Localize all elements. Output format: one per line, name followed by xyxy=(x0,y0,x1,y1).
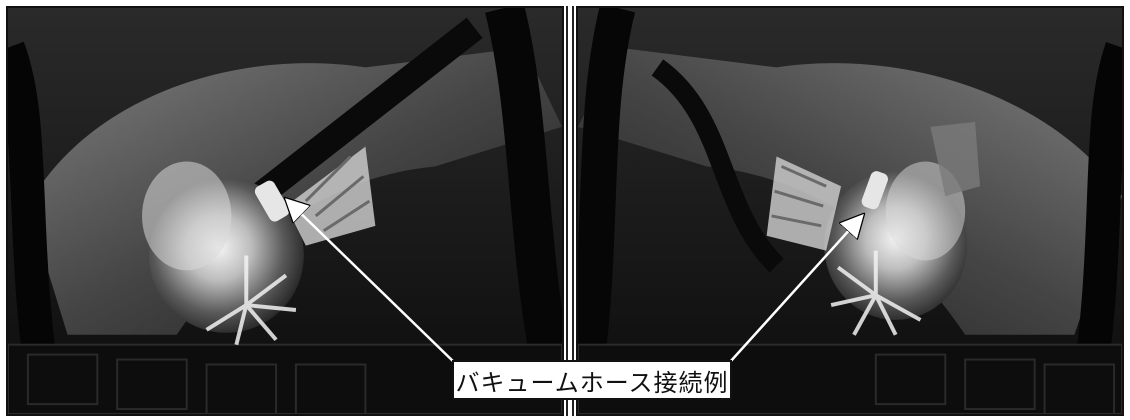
callout-label: バキュームホース接続例 xyxy=(455,368,729,397)
photo-left xyxy=(6,6,564,416)
photo-right xyxy=(576,6,1124,416)
callout-label-box: バキュームホース接続例 xyxy=(452,360,732,400)
engine-bay-photo-left-image xyxy=(8,8,562,414)
engine-bay-photo-right-image xyxy=(578,8,1122,414)
panel-divider xyxy=(566,6,574,416)
